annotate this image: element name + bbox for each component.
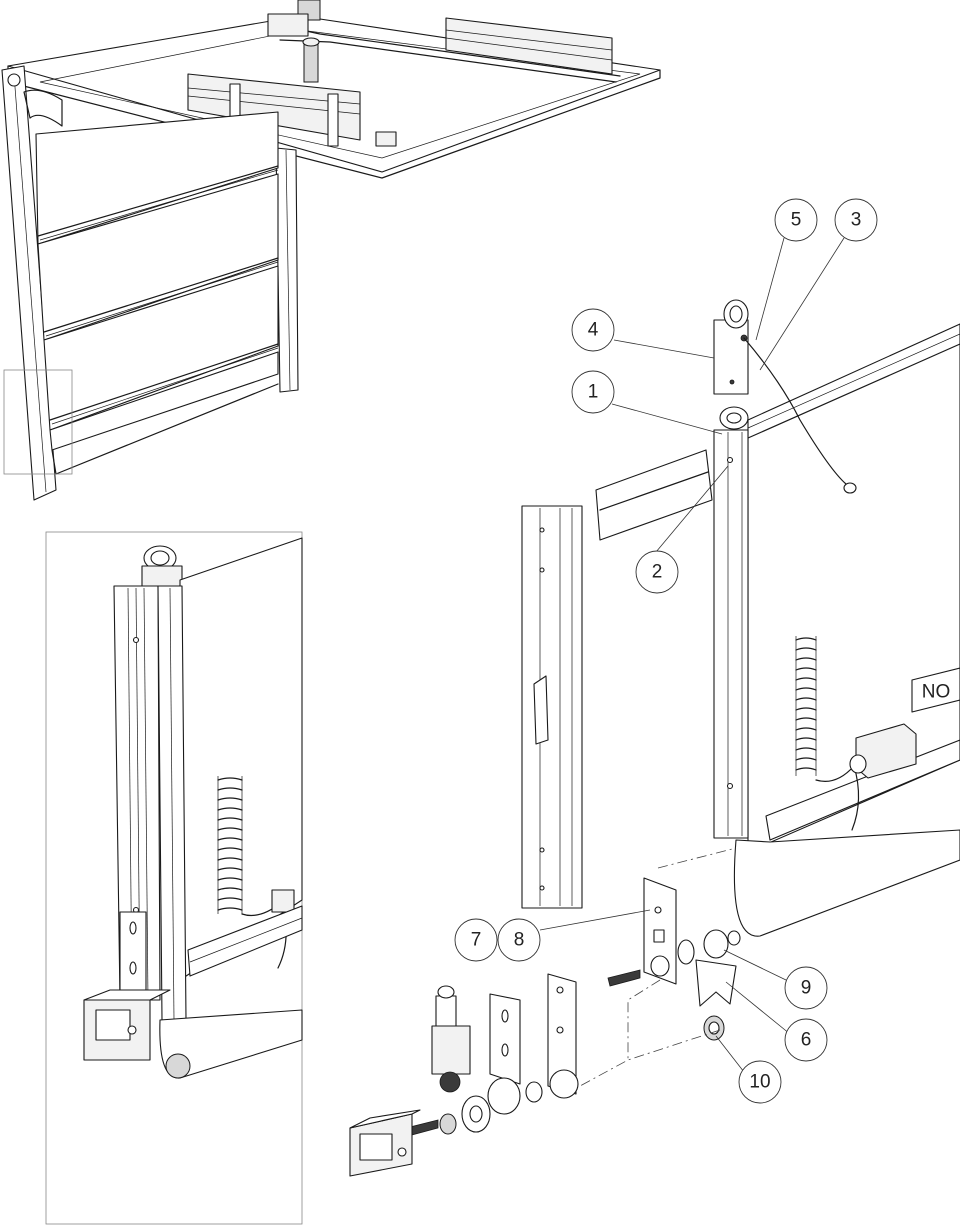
part-1-profile (713, 429, 749, 839)
callout-8: 8 (497, 918, 541, 962)
part-9-roller (703, 929, 729, 959)
door-overview (1, 0, 661, 501)
svg-text:4: 4 (588, 320, 599, 341)
svg-text:2: 2 (652, 562, 663, 583)
svg-text:3: 3 (851, 210, 862, 231)
callout-3: 3 (834, 198, 878, 242)
callout-9: 9 (784, 966, 828, 1010)
callout-2: 2 (635, 550, 679, 594)
callout-1: 1 (571, 370, 615, 414)
svg-text:5: 5 (791, 210, 802, 231)
part-6-clip (695, 959, 737, 1007)
svg-text:10: 10 (749, 1072, 770, 1093)
part-3-cable (743, 337, 847, 485)
leader-lines (539, 237, 845, 1073)
callout-6: 6 (784, 1018, 828, 1062)
svg-text:8: 8 (514, 930, 525, 951)
callout-7: 7 (454, 918, 498, 962)
callout-10: 10 (738, 1060, 782, 1104)
guide-rail (521, 505, 583, 909)
svg-text:9: 9 (801, 978, 812, 999)
spring-coil-detail (217, 776, 243, 914)
svg-text:1: 1 (588, 382, 599, 403)
callout-5: 5 (774, 198, 818, 242)
exploded-view: NO (349, 299, 960, 1177)
svg-text:7: 7 (471, 930, 482, 951)
spring-coil (795, 636, 817, 776)
panel-logo-text: NO (922, 682, 951, 703)
detail-view (45, 531, 303, 1225)
callout-4: 4 (571, 308, 615, 352)
svg-text:6: 6 (801, 1030, 812, 1051)
detail-window (3, 369, 73, 475)
